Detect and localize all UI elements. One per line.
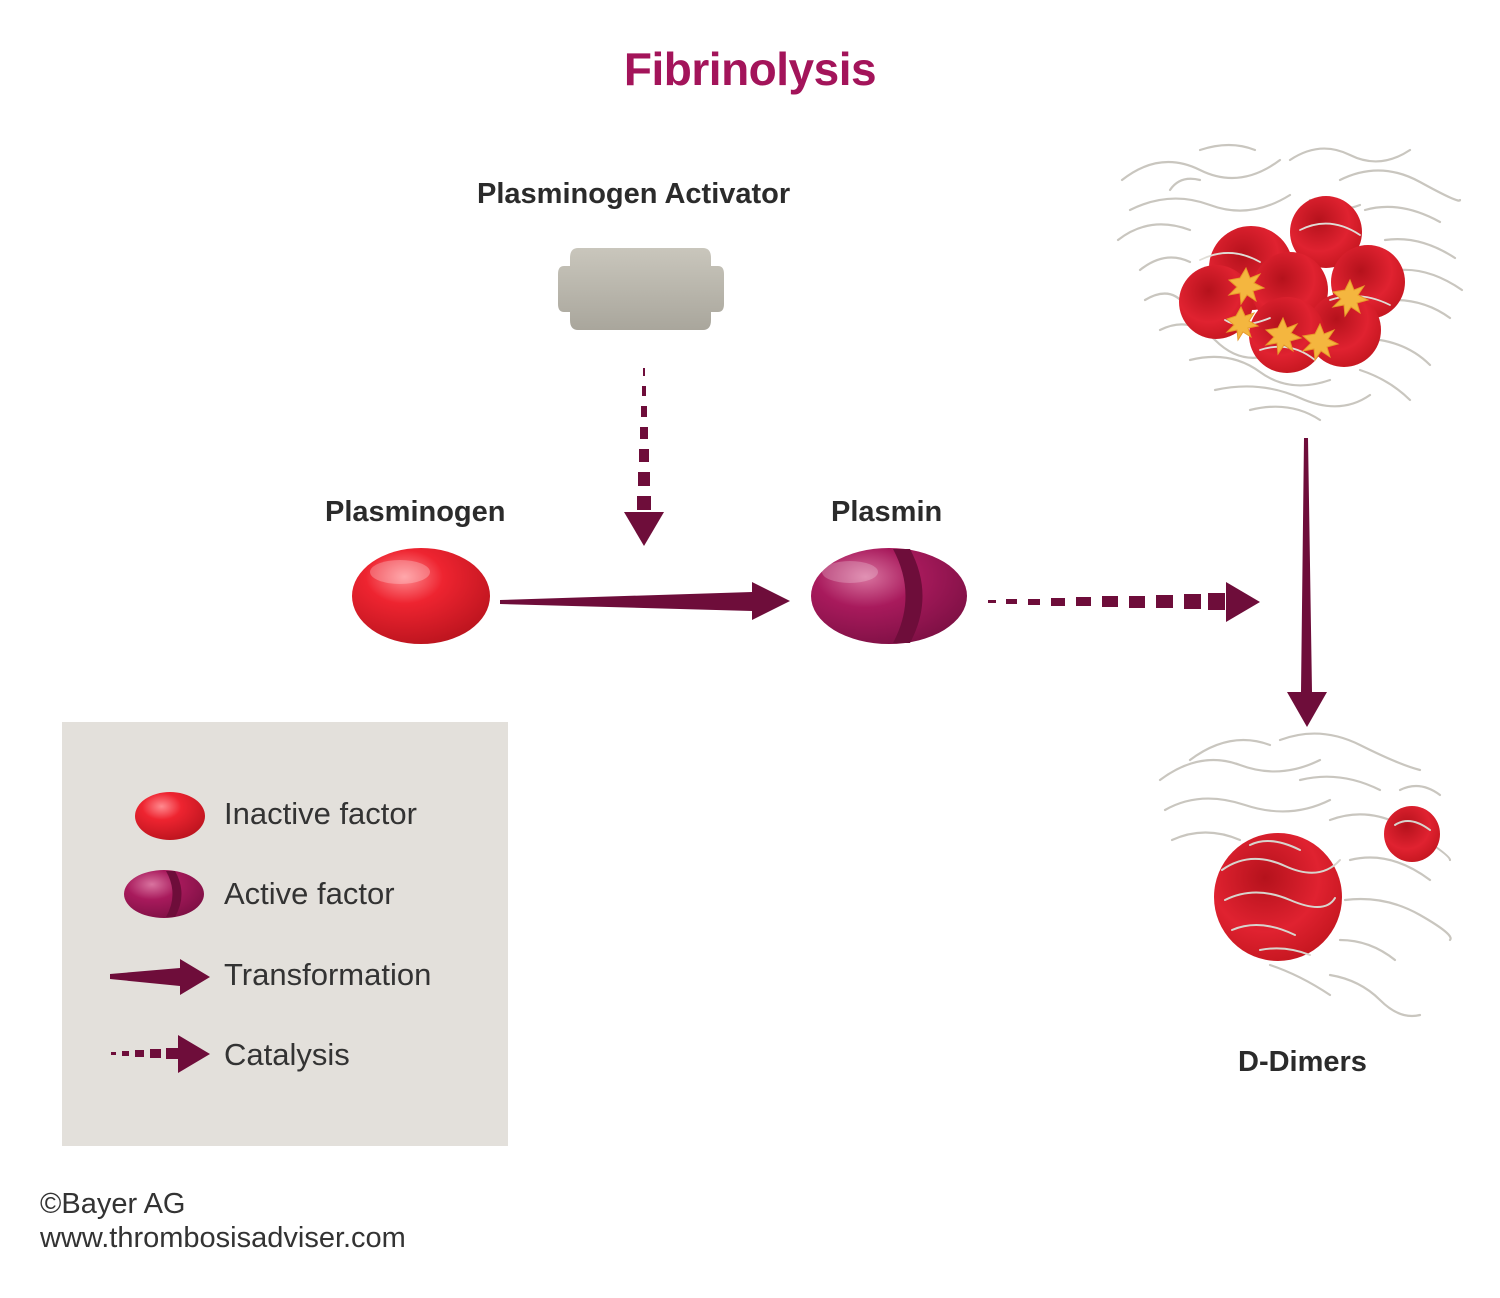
- page-title: Fibrinolysis: [623, 43, 877, 95]
- legend-active-label: Active factor: [224, 876, 395, 911]
- d-dimer-small: [1384, 806, 1440, 862]
- catalysis-arrow-activator: [624, 368, 664, 546]
- legend-icons: [110, 792, 210, 1073]
- website-link[interactable]: www.thrombosisadviser.com: [40, 1222, 406, 1254]
- activator-shape: [558, 248, 724, 330]
- legend-inactive-label: Inactive factor: [224, 796, 417, 831]
- catalysis-arrow-plasmin: [988, 582, 1260, 622]
- legend-catalysis-label: Catalysis: [224, 1037, 350, 1072]
- fibrin-overlay-fragments: [1221, 820, 1431, 956]
- d-dimers-label: D-Dimers: [1238, 1046, 1367, 1078]
- d-dimer-large: [1214, 833, 1342, 961]
- d-dimers-fragments: [1158, 732, 1452, 1018]
- copyright-text: ©Bayer AG: [40, 1188, 186, 1220]
- transformation-arrow-vertical: [1287, 438, 1327, 727]
- plasmin-label: Plasmin: [831, 496, 943, 528]
- legend-active-icon: [124, 870, 204, 918]
- platelets: [1225, 266, 1370, 362]
- plasminogen-label: Plasminogen: [325, 496, 506, 528]
- legend-inactive-icon: [135, 792, 205, 840]
- plasmin-shape: [811, 548, 967, 644]
- legend-transformation-label: Transformation: [224, 957, 432, 992]
- fibrin-mesh-fragments: [1158, 732, 1452, 1018]
- legend-transformation-icon: [110, 959, 210, 995]
- plasminogen-shape: [352, 548, 490, 644]
- transformation-arrow: [500, 582, 790, 620]
- legend-catalysis-icon: [111, 1035, 210, 1073]
- plasminogen-activator-label: Plasminogen Activator: [477, 178, 791, 210]
- blood-clot: [1116, 143, 1464, 422]
- legend: [62, 722, 508, 1146]
